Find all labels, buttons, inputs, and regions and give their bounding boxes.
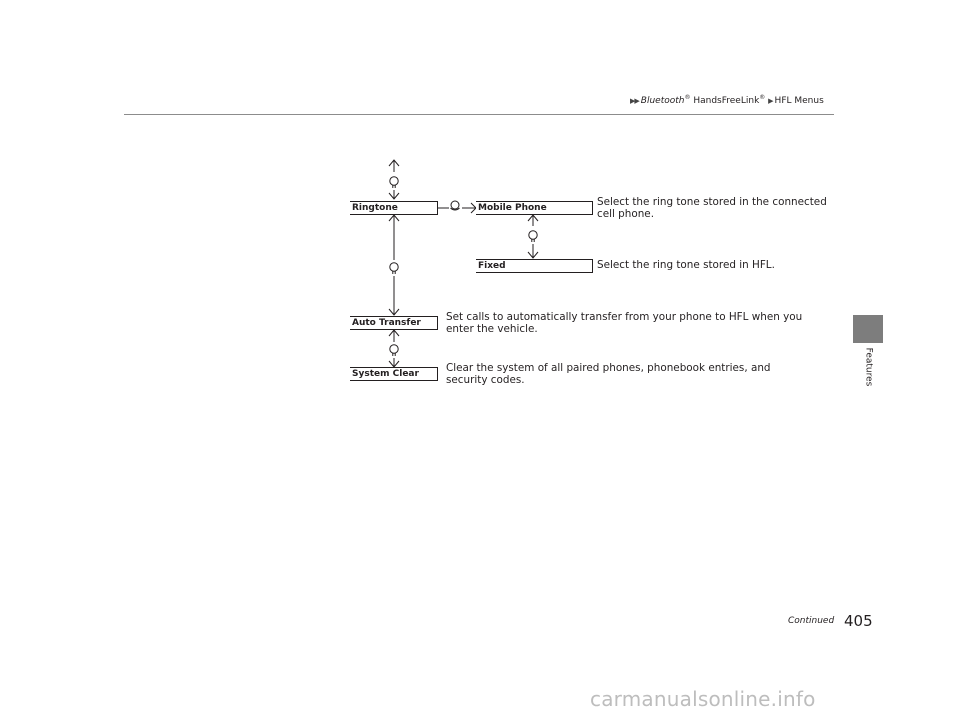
auto-transfer-description: Set calls to automatically transfer from… (446, 311, 803, 335)
menu-fixed[interactable]: Fixed (476, 259, 593, 273)
breadcrumb-arrow-icon: ▶ (768, 97, 773, 105)
registered-mark: ® (759, 94, 766, 101)
fixed-description: Select the ring tone stored in HFL. (597, 259, 775, 271)
breadcrumb-hfl-menus[interactable]: HFL Menus (774, 96, 824, 106)
system-clear-description: Clear the system of all paired phones, p… (446, 362, 771, 386)
registered-mark: ® (684, 94, 691, 101)
continued-label: Continued (788, 616, 835, 626)
menu-ringtone[interactable]: Ringtone (350, 201, 438, 215)
breadcrumb-arrow-icon: ▶▶ (630, 97, 640, 105)
header-rule (124, 114, 834, 115)
mobile-phone-description: Select the ring tone stored in the conne… (597, 196, 827, 220)
page-number: 405 (844, 612, 873, 630)
side-tab-marker[interactable] (853, 315, 883, 343)
watermark: carmanualsonline.info (590, 687, 816, 711)
menu-mobile-phone[interactable]: Mobile Phone (476, 201, 593, 215)
breadcrumb-handsfreelink[interactable]: HandsFreeLink (693, 96, 760, 106)
menu-system-clear[interactable]: System Clear (350, 367, 438, 381)
breadcrumb-bluetooth[interactable]: Bluetooth (640, 96, 685, 106)
menu-auto-transfer[interactable]: Auto Transfer (350, 316, 438, 330)
breadcrumb: ▶▶Bluetooth® HandsFreeLink® ▶HFL Menus (630, 94, 824, 106)
